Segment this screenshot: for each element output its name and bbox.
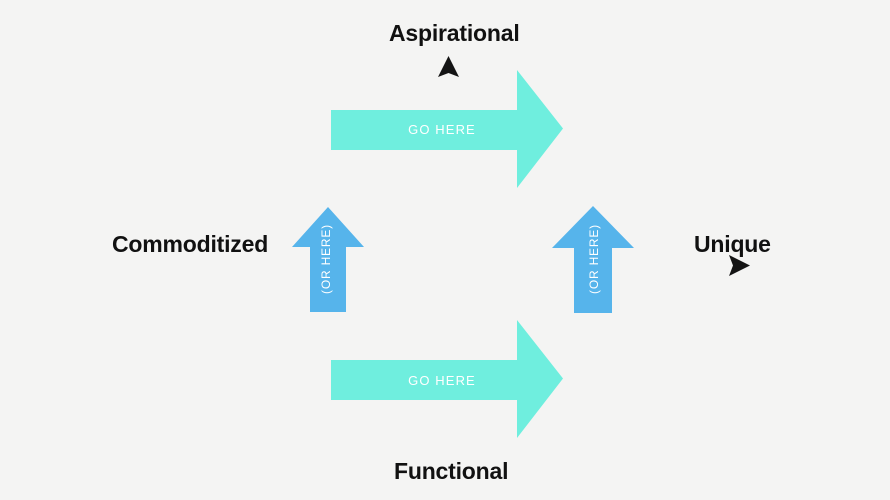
axis-label-commoditized: Commoditized [112,231,269,257]
arrow-or-here-left [292,207,364,312]
arrow-label-go-here-top: GO HERE [408,122,476,137]
axis-label-unique: Unique [694,231,771,257]
axis-label-functional: Functional [394,458,509,484]
vertical-axis-arrowhead [438,56,459,77]
arrow-label-or-here-left: (OR HERE) [319,224,333,294]
arrow-go-here-bottom [331,320,563,438]
arrow-label-go-here-bottom: GO HERE [408,373,476,388]
horizontal-axis-arrowhead [729,255,750,276]
arrow-go-here-top [331,70,563,188]
arrow-label-or-here-right: (OR HERE) [587,224,601,294]
arrow-or-here-right [552,206,634,313]
axis-label-aspirational: Aspirational [389,20,520,46]
